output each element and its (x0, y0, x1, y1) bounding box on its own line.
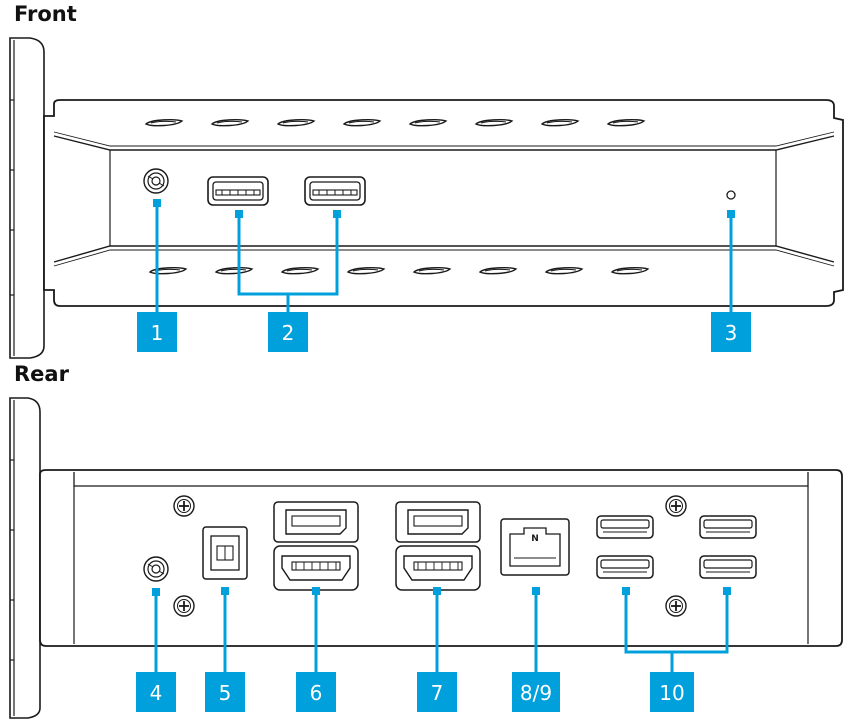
rear-usb-port-icon (596, 515, 654, 539)
front-usb-port-icon (207, 176, 269, 206)
rear-callout-lines (152, 587, 731, 673)
callout-6: 6 (296, 672, 336, 712)
front-callout-lines (153, 199, 735, 313)
screw-icon (665, 595, 687, 617)
rear-heading: Rear (14, 362, 69, 386)
power-button-icon (143, 168, 169, 194)
callout-8-9: 8/9 (512, 672, 560, 712)
callout-4-label: 4 (150, 681, 163, 705)
lan-port-letter: N (531, 534, 539, 544)
callout-5: 5 (205, 672, 245, 712)
front-view (9, 37, 844, 359)
callout-5-label: 5 (219, 681, 232, 705)
callout-7: 7 (417, 672, 457, 712)
callout-2: 2 (268, 312, 308, 352)
front-usb-port-icon (304, 176, 366, 206)
callout-3: 3 (711, 312, 751, 352)
display-port-hdmi-icon (273, 501, 359, 591)
rear-usb-port-icon (699, 515, 757, 539)
callout-1-label: 1 (151, 321, 164, 345)
lan-port-icon: N (500, 518, 570, 576)
callout-10: 10 (650, 672, 694, 712)
rear-usb-port-icon (699, 555, 757, 579)
rear-view: N (9, 397, 843, 719)
callout-1: 1 (137, 312, 177, 352)
rear-usb-port-icon (596, 555, 654, 579)
callout-8-9-label: 8/9 (520, 681, 552, 705)
display-port-hdmi-icon (395, 501, 481, 591)
callout-6-label: 6 (310, 681, 323, 705)
callout-2-label: 2 (282, 321, 295, 345)
dc-jack-icon (143, 556, 169, 582)
usb-b-port-icon (202, 526, 248, 580)
callout-10-label: 10 (659, 681, 684, 705)
screw-icon (665, 495, 687, 517)
screw-icon (173, 495, 195, 517)
callout-7-label: 7 (431, 681, 444, 705)
callout-4: 4 (136, 672, 176, 712)
callout-3-label: 3 (725, 321, 738, 345)
led-indicator-icon (726, 190, 736, 200)
screw-icon (173, 595, 195, 617)
front-heading: Front (14, 2, 77, 26)
